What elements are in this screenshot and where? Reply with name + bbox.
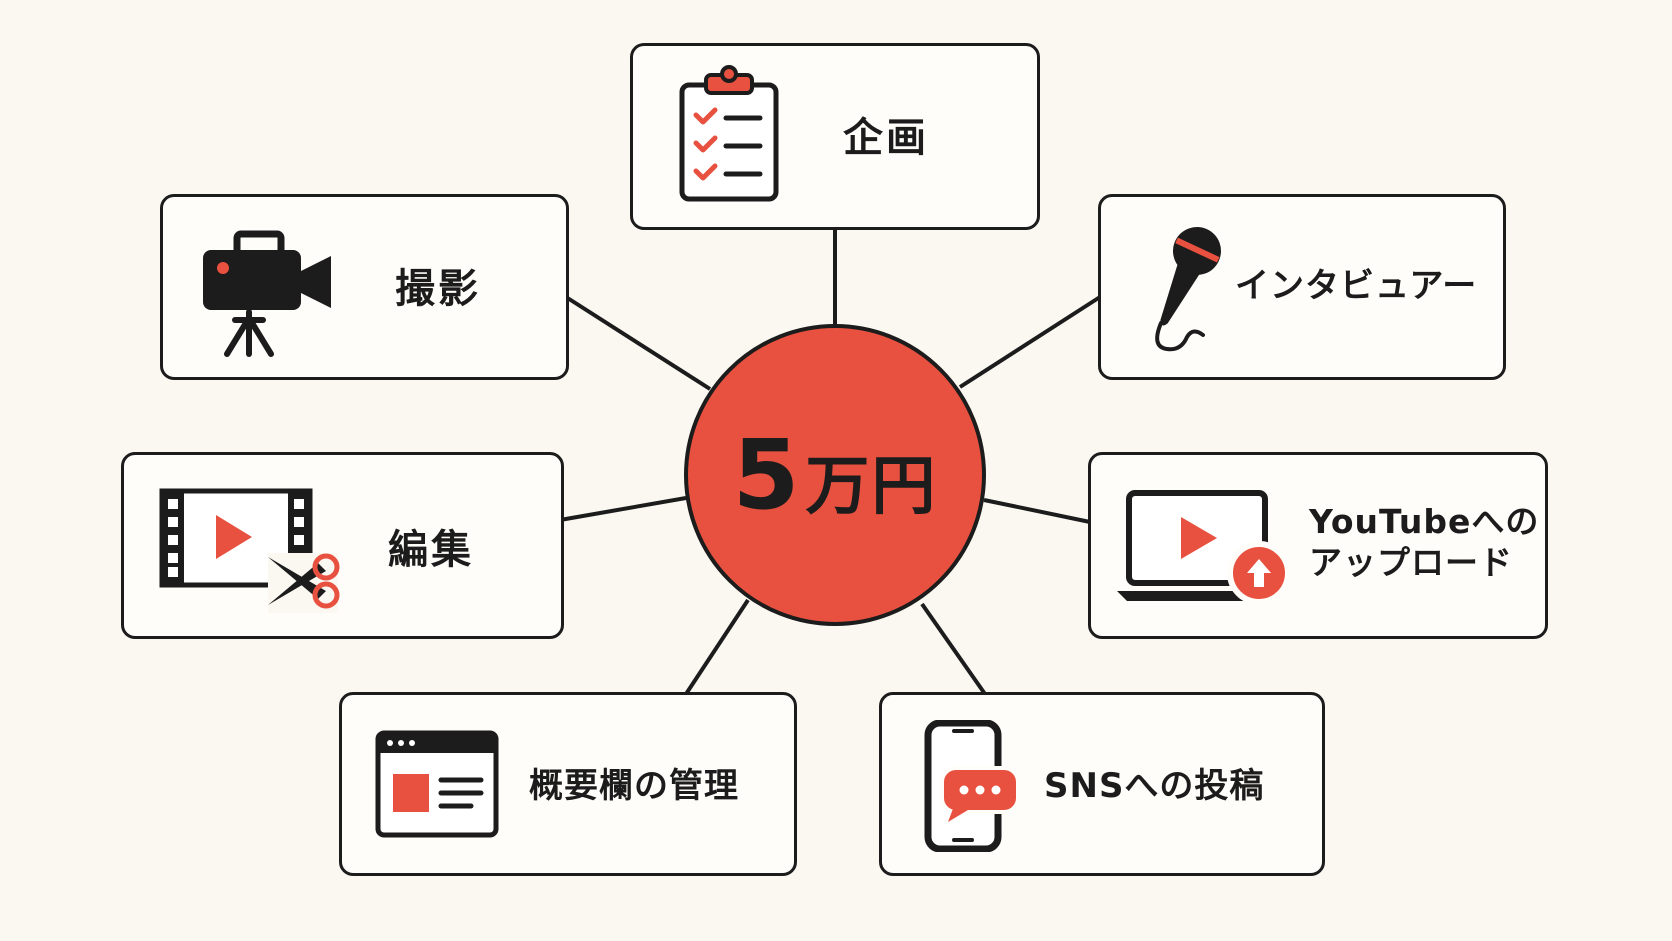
task-label-upload-line2: アップロード xyxy=(1309,543,1513,583)
film-scissors-icon xyxy=(159,488,340,613)
microphone-icon xyxy=(1155,227,1221,352)
task-label-interviewer: インタビュアー xyxy=(1235,266,1478,306)
center-amount: 5 xyxy=(732,419,800,531)
connector-description xyxy=(684,598,750,696)
laptop-upload-icon xyxy=(1117,490,1291,605)
video-camera-icon xyxy=(203,230,331,357)
connector-shooting xyxy=(564,295,712,391)
connector-editing xyxy=(559,496,687,522)
connector-upload xyxy=(983,498,1091,524)
center-unit: 万円 xyxy=(805,450,938,524)
task-box-interviewer: インタビュアー xyxy=(1098,194,1506,380)
browser-window-icon xyxy=(375,730,499,838)
task-box-description: 概要欄の管理 xyxy=(339,692,797,876)
task-label-description: 概要欄の管理 xyxy=(529,766,739,806)
task-label-editing: 編集 xyxy=(388,527,474,573)
task-box-upload: YouTubeへの アップロード xyxy=(1088,452,1548,639)
smartphone-chat-icon xyxy=(924,720,1020,852)
task-label-upload-line1: YouTubeへの xyxy=(1309,502,1540,541)
task-label-upload: YouTubeへの アップロード xyxy=(1309,501,1539,584)
task-box-editing: 編集 xyxy=(121,452,564,639)
task-label-shooting: 撮影 xyxy=(395,266,481,312)
task-label-planning: 企画 xyxy=(843,115,929,161)
task-box-planning: 企画 xyxy=(630,43,1040,230)
task-label-sns: SNSへの投稿 xyxy=(1044,766,1265,806)
task-box-sns: SNSへの投稿 xyxy=(879,692,1325,876)
connector-interviewer xyxy=(958,295,1102,389)
task-box-shooting: 撮影 xyxy=(160,194,569,380)
center-cost-circle: 5 万円 xyxy=(684,324,986,626)
clipboard-checklist-icon xyxy=(679,65,779,202)
connector-sns xyxy=(920,602,987,696)
center-cost-text: 5 万円 xyxy=(733,419,938,531)
